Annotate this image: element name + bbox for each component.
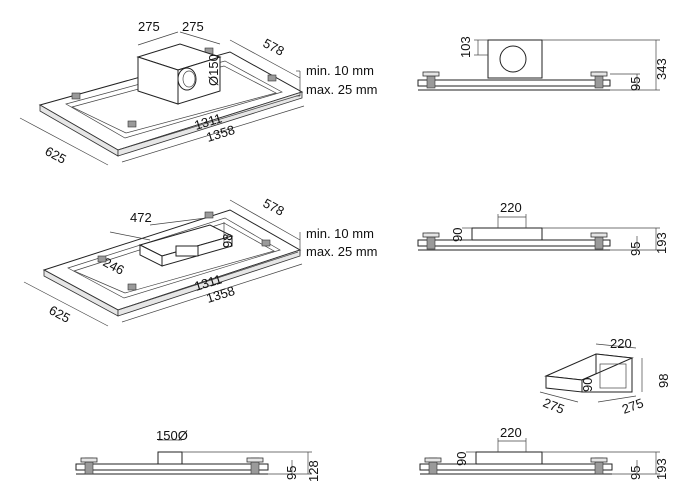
- gap2-min-label: min. 10 mm: [306, 226, 374, 241]
- iso-view-flat-duct: 472 98 246 578 625 1311 1358 min. 10 mm …: [23, 195, 378, 327]
- side-view-box: 103 343 95: [417, 36, 669, 91]
- panel2-depth-label: 578: [261, 195, 287, 218]
- total-height-label: 343: [654, 58, 669, 80]
- side-view-round-outlet: 150Ø 95 128: [75, 428, 321, 482]
- duct-height-label: 98: [220, 234, 235, 248]
- box-width-label: 275: [138, 19, 160, 34]
- total2-height-label: 193: [654, 232, 669, 254]
- gap2-max-label: max. 25 mm: [306, 244, 378, 259]
- total3-height-label: 128: [306, 460, 321, 482]
- duct-side-height-label: 90: [450, 228, 465, 242]
- adapter-inner-height-label: 90: [580, 378, 595, 392]
- gap-min-label: min. 10 mm: [306, 63, 374, 78]
- iso-view-box-outlet: 275 275 Ø150 578 625 1311 1358 min. 10 m…: [19, 19, 378, 167]
- side-view-flat-duct: 220 90 95 193: [417, 200, 669, 256]
- outlet-label: 150Ø: [156, 428, 188, 443]
- adapter-height-label: 98: [656, 374, 671, 388]
- panel-width-label: 625: [43, 143, 69, 166]
- base2-height-label: 95: [628, 242, 643, 256]
- duct-width-label: 220: [500, 200, 522, 215]
- duct-length-label: 472: [130, 210, 152, 225]
- base3-height-label: 95: [284, 466, 299, 480]
- duct4-height-label: 90: [454, 452, 469, 466]
- adapter-depth-right-label: 275: [620, 395, 646, 417]
- panel-depth-label: 578: [261, 35, 287, 58]
- panel2-width-label: 625: [47, 302, 73, 325]
- base-height-label: 95: [628, 77, 643, 91]
- duct4-width-label: 220: [500, 425, 522, 440]
- total4-height-label: 193: [654, 458, 669, 480]
- adapter-width-label: 220: [610, 336, 632, 351]
- box-depth-label: 275: [182, 19, 204, 34]
- base4-height-label: 95: [628, 466, 643, 480]
- gap-max-label: max. 25 mm: [306, 82, 378, 97]
- box-height-label: 103: [458, 36, 473, 58]
- side-view-flat-duct-2: 220 90 95 193: [419, 425, 669, 480]
- adapter-piece: 220 98 90 275 275: [539, 336, 671, 417]
- outlet-diameter-label: Ø150: [206, 54, 221, 86]
